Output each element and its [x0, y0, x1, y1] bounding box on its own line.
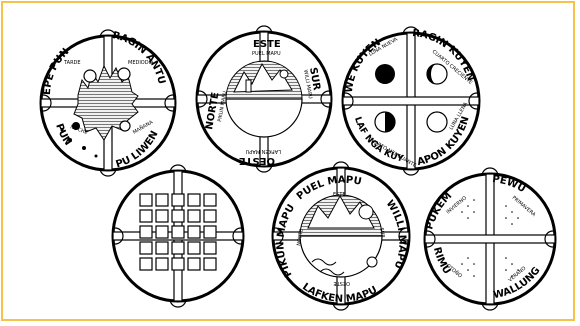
- tree-icon: [246, 80, 251, 92]
- disc-grid-pattern: [113, 171, 243, 301]
- label-oeste: OESTE: [239, 155, 275, 166]
- disc-day-cycle: EPE PUN RAGIN ANTU PUN PU LIWEN TARDE ME…: [41, 30, 175, 170]
- sun-icon: [118, 68, 130, 80]
- new-moon-icon: [375, 64, 395, 84]
- label-lafken-mapu: LAFKEN MAPU: [245, 148, 281, 154]
- disc-seasons: PUKEM PEWU RIMU WALLUNG INVIERNO PRIMAVE…: [424, 174, 555, 304]
- sun-icon: [84, 70, 96, 82]
- label-oeste-small: OESTE: [334, 280, 350, 286]
- disc-directions: ESTE PUEL MAPU NORTE PIKUN MAPU SUR WILL…: [197, 32, 331, 166]
- label-mediodia: MEDIODIA: [128, 60, 154, 66]
- star-icon: [82, 146, 86, 150]
- label-tarde: TARDE: [63, 60, 81, 66]
- star-icon: [95, 155, 98, 158]
- disc-combined-map: PUEL MAPU ESTE PIKUN MAPU NORTE WILLI MA…: [273, 168, 409, 305]
- sun-icon: [359, 205, 373, 219]
- sun-icon: [120, 121, 130, 131]
- label-este-small: ESTE: [333, 192, 346, 198]
- label-puel-mapu: PUEL MAPU: [252, 51, 281, 57]
- label-este: ESTE: [253, 39, 281, 50]
- full-moon-icon: [427, 112, 447, 132]
